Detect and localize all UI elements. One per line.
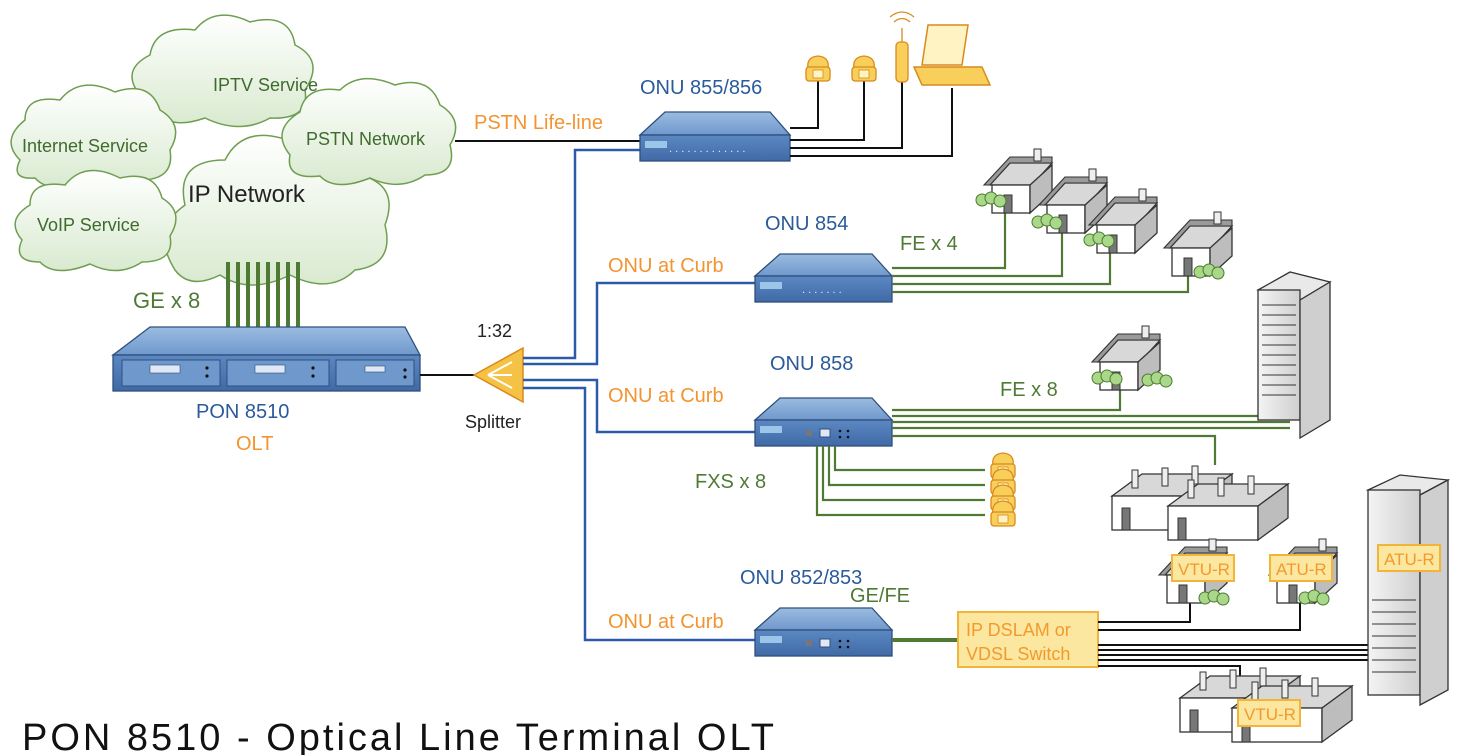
onu-852-label: ONU 852/853 [740, 567, 862, 589]
pstn-label: PSTN Network [306, 129, 426, 149]
splitter-label: Splitter [465, 412, 521, 432]
vtu-r-badge [1237, 699, 1301, 727]
atu-r-label-1: ATU-R [1276, 560, 1327, 579]
fxs-links [815, 446, 985, 517]
onu-854-fe-links [892, 210, 1190, 294]
single-house-fe8 [1091, 325, 1173, 391]
phone-icon [990, 500, 1016, 527]
wifi-router-icon [889, 11, 915, 83]
onu-854-label: ONU 854 [765, 213, 848, 235]
pstn-cloud [281, 77, 457, 186]
atu-r-badge [1377, 544, 1441, 572]
ip-network-label: IP Network [188, 181, 306, 208]
onu-858-label: ONU 858 [770, 353, 853, 375]
onu-852-device [753, 607, 894, 657]
iptv-label: IPTV Service [213, 75, 318, 95]
onu-858-device [753, 397, 894, 447]
dslam-box [957, 611, 1099, 668]
ge-x8-label: GE x 8 [133, 288, 200, 313]
page-title: PON 8510 - Optical Line Terminal OLT [22, 717, 777, 755]
atu-r-label-2: ATU-R [1384, 550, 1435, 569]
server-tower-icon [1365, 474, 1451, 707]
iptv-cloud [131, 14, 314, 128]
house-cluster-fe4 [975, 148, 1233, 280]
vtu-r-badge [1171, 554, 1235, 582]
server-tower-icon [1256, 271, 1332, 440]
pon-8510-label: PON 8510 [196, 401, 289, 423]
fxs-x8-label: FXS x 8 [695, 471, 766, 493]
ge-fe-label: GE/FE [850, 585, 910, 607]
atu-r-badge [1269, 554, 1333, 582]
onu-855-label: ONU 855/856 [640, 77, 762, 99]
row-house-cluster [1111, 465, 1289, 541]
fiber-links [523, 148, 755, 642]
ratio-label: 1:32 [477, 321, 512, 341]
dslam-label-line2: VDSL Switch [966, 644, 1070, 664]
laptop-icon [912, 24, 992, 86]
onu-curb-3-label: ONU at Curb [608, 611, 724, 633]
vtu-r-label-1: VTU-R [1178, 560, 1230, 579]
internet-label: Internet Service [22, 136, 148, 156]
olt-label: OLT [236, 433, 273, 455]
fe-x8-label: FE x 8 [1000, 379, 1058, 401]
vtu-r-label-2: VTU-R [1244, 705, 1296, 724]
olt-device [111, 326, 422, 392]
pstn-lifeline-label: PSTN Life-line [474, 112, 603, 134]
onu-curb-2-label: ONU at Curb [608, 385, 724, 407]
dslam-label-line1: IP DSLAM or [966, 620, 1071, 640]
phone-icon [851, 55, 877, 82]
onu-854-device: . . . . . . . [753, 253, 894, 303]
onu-855-drops [790, 78, 953, 157]
onu-curb-1-label: ONU at Curb [608, 255, 724, 277]
phone-icon [805, 55, 831, 82]
svg-text:. . . . . . .: . . . . . . . [802, 284, 842, 296]
fe-x4-label: FE x 4 [900, 233, 958, 255]
onu-858-fe-links [892, 340, 1290, 465]
svg-text:. . . . . . . . . . . . .: . . . . . . . . . . . . . [669, 143, 745, 155]
voip-label: VoIP Service [37, 215, 140, 235]
splitter-icon [472, 346, 524, 404]
ge-links [226, 262, 300, 330]
onu-855-device: . . . . . . . . . . . . . [638, 111, 792, 162]
voip-cloud [14, 169, 177, 272]
